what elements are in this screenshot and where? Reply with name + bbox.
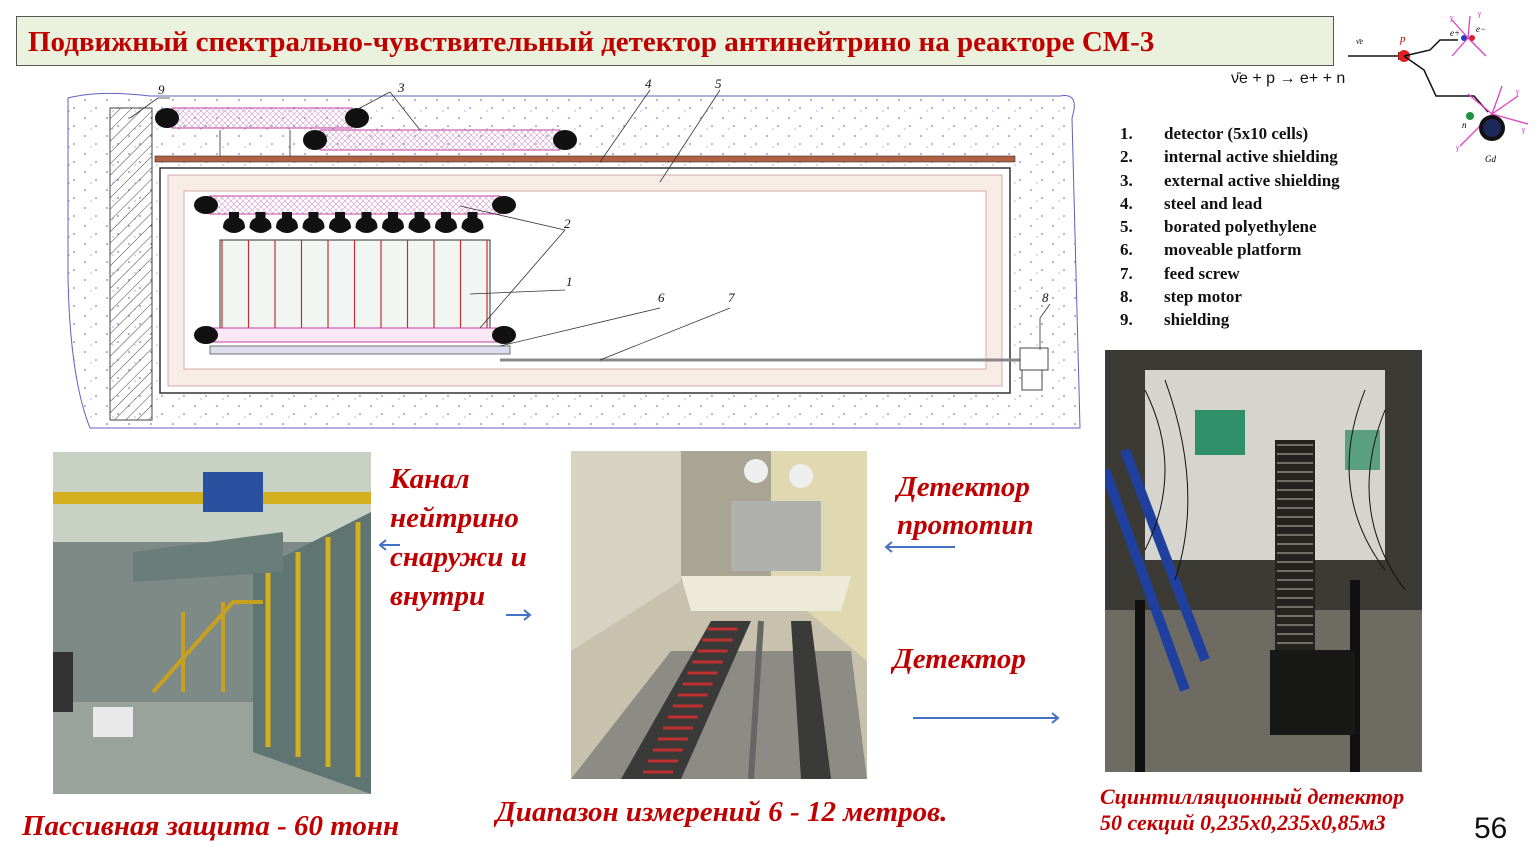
pmt-icon <box>435 212 457 233</box>
positron-label: e+ <box>1450 28 1460 38</box>
gamma-label: γ <box>1450 13 1454 22</box>
neutron-label: n <box>1462 120 1467 130</box>
detector-label: Детектор <box>893 643 1026 675</box>
photo-passive-shielding <box>53 452 371 794</box>
drawing-number: 7 <box>728 290 735 305</box>
pmt-icon <box>302 212 325 233</box>
legend: 1.detector (5x10 cells) 2.internal activ… <box>1120 124 1340 334</box>
gamma-label: γ <box>1456 143 1460 152</box>
drawing-number: 9 <box>158 82 165 97</box>
legend-item: 5.borated polyethylene <box>1120 217 1317 237</box>
title-box <box>16 16 1334 66</box>
arrows <box>378 539 1060 724</box>
pmt-icon <box>223 212 245 233</box>
legend-item: 1.detector (5x10 cells) <box>1120 124 1309 143</box>
photo-scintillation-detector <box>1105 350 1422 772</box>
pmt-icon <box>355 212 378 233</box>
channel-label: Канал нейтрино снаружи и внутри <box>390 463 527 612</box>
drawing-number: 1 <box>566 274 573 289</box>
reaction-diagram: ν̄e p e+ e− n Gd γ γ γ γ γ <box>1348 10 1529 164</box>
drawing-number: 2 <box>564 216 571 231</box>
drawing-number: 4 <box>645 78 652 91</box>
pmt-icon <box>382 212 404 233</box>
gamma-label: γ <box>1516 87 1520 96</box>
gamma-label: γ <box>1522 125 1526 134</box>
drawing-number: 8 <box>1042 290 1049 305</box>
gamma-label: γ <box>1478 10 1482 18</box>
drawing-number: 5 <box>715 78 722 91</box>
shielding-wall <box>109 107 153 421</box>
antineutrino-label: ν̄e <box>1356 37 1364 46</box>
detector-drawing: 9 3 4 5 2 1 6 7 8 <box>67 78 1081 429</box>
legend-item: 2.internal active shielding <box>1120 147 1338 167</box>
legend-item: 7.feed screw <box>1120 263 1240 283</box>
proton-label: p <box>1399 33 1406 45</box>
electron-label: e− <box>1476 24 1486 34</box>
pmt-icon <box>249 212 272 233</box>
photo-platform <box>571 451 867 779</box>
caption-range: Диапазон измерений 6 - 12 метров. <box>496 796 948 828</box>
cable-ladder <box>1277 444 1313 653</box>
legend-item: 4.steel and lead <box>1120 193 1263 213</box>
pmt-icon <box>329 212 351 233</box>
legend-item: 8.step motor <box>1120 287 1242 307</box>
gd-label: Gd <box>1485 154 1496 164</box>
caption-scintillation: Сцинтилляционный детектор 50 секций 0,23… <box>1100 784 1405 835</box>
prototype-label: Детектор прототип <box>897 471 1034 541</box>
pmt-icon <box>276 212 298 233</box>
drawing-number: 6 <box>658 290 665 305</box>
page-number: 56 <box>1474 812 1508 845</box>
slide-title: Подвижный спектрально-чувствительный дет… <box>28 26 1155 58</box>
pmt-icon <box>408 212 431 233</box>
pmt-row <box>223 212 484 233</box>
reaction-formula: ν̄e + p → e+ + n <box>1231 70 1346 87</box>
drawing-number: 3 <box>397 80 405 95</box>
legend-item: 9.shielding <box>1120 310 1230 330</box>
legend-item: 3.external active shielding <box>1120 170 1340 190</box>
pmt-icon <box>461 212 484 233</box>
caption-passive: Пассивная защита - 60 тонн <box>22 810 400 842</box>
detector-cells <box>221 240 488 328</box>
legend-item: 6.moveable platform <box>1120 240 1302 260</box>
rail-marks <box>643 627 738 774</box>
